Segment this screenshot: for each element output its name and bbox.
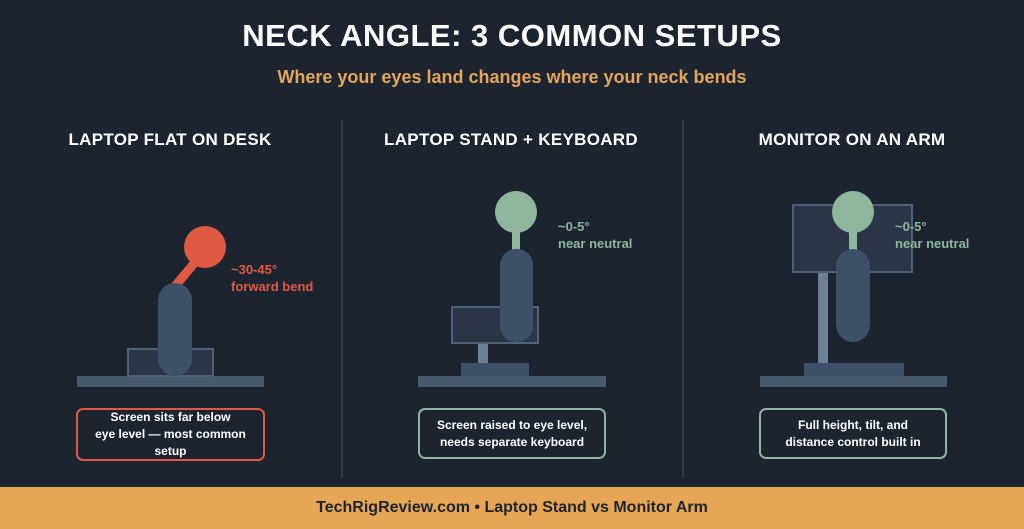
angle-note: forward bend bbox=[231, 279, 314, 294]
panel-title-laptop-stand: LAPTOP STAND + KEYBOARD bbox=[384, 130, 638, 149]
neck-neutral bbox=[512, 229, 520, 251]
panel-divider-1 bbox=[341, 120, 343, 478]
page-subtitle: Where your eyes land changes where your … bbox=[277, 67, 747, 87]
torso bbox=[836, 249, 870, 342]
stand-base bbox=[461, 363, 529, 376]
scene-laptop-stand bbox=[418, 191, 606, 387]
head-bent bbox=[184, 226, 226, 268]
angle-value: ~0-5° bbox=[558, 219, 590, 234]
desk-surface bbox=[760, 376, 947, 387]
panel-title-monitor-arm: MONITOR ON AN ARM bbox=[758, 130, 946, 149]
caption-line: distance control built in bbox=[785, 434, 921, 449]
scene-laptop-flat bbox=[77, 226, 264, 387]
caption-line: Screen raised to eye level, bbox=[436, 417, 588, 432]
footer-banner: TechRigReview.com • Laptop Stand vs Moni… bbox=[0, 487, 1024, 529]
head-neutral bbox=[832, 191, 874, 233]
angle-note: near neutral bbox=[558, 236, 633, 251]
arm-pole bbox=[818, 272, 828, 363]
neck-angle-annotation-monitor-arm: ~0-5° near neutral bbox=[895, 218, 969, 252]
caption-line: eye level — most common setup bbox=[95, 427, 246, 458]
neck-angle-annotation-laptop-stand: ~0-5° near neutral bbox=[558, 218, 632, 252]
angle-value: ~0-5° bbox=[895, 219, 927, 234]
scene-monitor-arm bbox=[760, 191, 947, 387]
footer-text: TechRigReview.com • Laptop Stand vs Moni… bbox=[316, 499, 708, 516]
angle-value: ~30-45° bbox=[231, 262, 278, 277]
caption-laptop-flat: Screen sits far below eye level — most c… bbox=[76, 408, 265, 461]
caption-laptop-stand: Screen raised to eye level, needs separa… bbox=[418, 408, 606, 459]
desk-surface bbox=[77, 376, 264, 387]
caption-line: Screen sits far below bbox=[110, 410, 231, 424]
caption-monitor-arm: Full height, tilt, and distance control … bbox=[759, 408, 947, 459]
panel-title-laptop-flat: LAPTOP FLAT ON DESK bbox=[68, 130, 272, 149]
stand-post bbox=[478, 343, 488, 363]
page-title: NECK ANGLE: 3 COMMON SETUPS bbox=[242, 18, 782, 53]
torso bbox=[500, 249, 533, 342]
torso bbox=[158, 283, 192, 376]
neck-angle-annotation-laptop-flat: ~30-45° forward bend bbox=[231, 261, 313, 295]
desk-surface bbox=[418, 376, 606, 387]
arm-base bbox=[804, 363, 904, 376]
caption-line: Full height, tilt, and bbox=[798, 417, 908, 432]
neck-neutral bbox=[849, 229, 857, 251]
panel-divider-2 bbox=[682, 120, 684, 478]
head-neutral bbox=[495, 191, 537, 233]
caption-line: needs separate keyboard bbox=[439, 434, 585, 449]
angle-note: near neutral bbox=[895, 236, 970, 251]
